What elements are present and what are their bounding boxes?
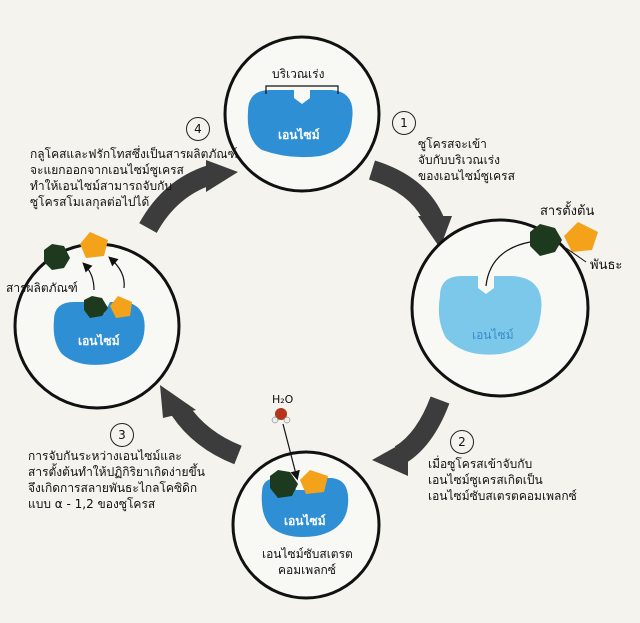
- step-2-line-1: เมื่อซูโครสเข้าจับกับ: [428, 457, 533, 471]
- arrow-step-1-head: [418, 216, 452, 248]
- arrow-step-3: [171, 404, 242, 465]
- arrow-step-2-head: [372, 440, 408, 476]
- step-number-2: 2: [450, 430, 474, 454]
- enzyme-label-top: เอนไซม์: [278, 128, 320, 142]
- glucose-left-lower: [84, 296, 108, 318]
- substrate-label: สารตั้งต้น: [540, 204, 595, 219]
- step-3-line-1: การจับกันระหว่างเอนไซม์และ: [28, 449, 182, 463]
- active-site-label: บริเวณเร่ง: [272, 67, 325, 81]
- enzyme-label-right: เอนไซม์: [472, 328, 514, 342]
- water-pointer-line: [282, 423, 300, 481]
- fructose-left-lower: [110, 296, 132, 318]
- water-hydrogen-1: [271, 416, 279, 424]
- substrate-approach-line: [485, 241, 531, 287]
- step-4-line-3: ทำให้เอนไซม์สามารถจับกับ: [30, 179, 172, 193]
- step-2-line-3: เอนไซม์ซับสเตรตคอมเพลกซ์: [428, 489, 577, 503]
- substrate-fructose-right: [564, 222, 598, 252]
- complex-label-line-1: เอนไซม์ซับสเตรต: [262, 547, 353, 561]
- enzyme-right-faded: [438, 276, 542, 355]
- step-number-3: 3: [110, 423, 134, 447]
- arrow-step-1: [368, 160, 445, 227]
- product-label: สารผลิตภัณฑ์: [6, 281, 78, 295]
- step-1-text: ซูโครสจะเข้า จับกับบริเวณเร่ง ของเอนไซม์…: [418, 136, 515, 184]
- fructose-bottom: [300, 470, 328, 494]
- bond-pointer-line: [565, 247, 587, 263]
- step-4-line-2: จะแยกออกจากเอนไซม์ซูเครส: [30, 163, 184, 177]
- complex-label: เอนไซม์ซับสเตรต คอมเพลกซ์: [262, 546, 353, 578]
- arrow-step-4: [139, 165, 214, 234]
- enzyme-left: [53, 302, 145, 365]
- step-3-line-2: สารตั้งต้นทำให้ปฏิกิริยาเกิดง่ายขึ้น: [28, 465, 205, 479]
- water-hydrogen-2: [283, 416, 291, 424]
- step-4-line-4: ซูโครสโมเลกุลต่อไปได้: [30, 195, 150, 209]
- glucose-left-upper: [44, 244, 70, 270]
- step-1-line-2: จับกับบริเวณเร่ง: [418, 153, 500, 167]
- step-number-1: 1: [392, 111, 416, 135]
- step-1-line-3: ของเอนไซม์ซูเครส: [418, 169, 515, 183]
- step-2-line-2: เอนไซม์ซูเครสเกิดเป็น: [428, 473, 543, 487]
- step-3-line-4: แบบ α - 1,2 ของซูโครส: [28, 497, 156, 511]
- step-4-line-1: กลูโคสและฟรักโทสซึ่งเป็นสารผลิตภัณฑ์: [30, 147, 238, 161]
- step-number-4: 4: [186, 117, 210, 141]
- bond-label: พันธะ: [590, 258, 623, 273]
- step-3-line-3: จึงเกิดการสลายพันธะไกลโคซิดิก: [28, 481, 198, 495]
- complex-label-line-2: คอมเพลกซ์: [278, 563, 336, 577]
- enzyme-label-bottom: เอนไซม์: [284, 514, 326, 528]
- water-oxygen: [275, 408, 287, 420]
- active-site-bracket: [265, 85, 339, 94]
- step-4-text: กลูโคสและฟรักโทสซึ่งเป็นสารผลิตภัณฑ์ จะแ…: [30, 146, 237, 210]
- enzyme-top: [247, 90, 353, 158]
- arrow-step-3-head: [160, 385, 196, 418]
- water-label: H₂O: [272, 393, 294, 406]
- step-2-text: เมื่อซูโครสเข้าจับกับ เอนไซม์ซูเครสเกิดเ…: [428, 456, 577, 504]
- product-arrow-1: [82, 262, 95, 291]
- substrate-glucose-right: [530, 224, 562, 256]
- step-3-text: การจับกันระหว่างเอนไซม์และ สารตั้งต้นทำใ…: [28, 448, 205, 512]
- arrow-step-4-head: [206, 160, 238, 192]
- step-1-line-1: ซูโครสจะเข้า: [418, 137, 487, 151]
- product-arrow-2: [108, 256, 125, 289]
- fructose-left-upper: [80, 232, 108, 258]
- enzyme-label-left: เอนไซม์: [78, 334, 120, 348]
